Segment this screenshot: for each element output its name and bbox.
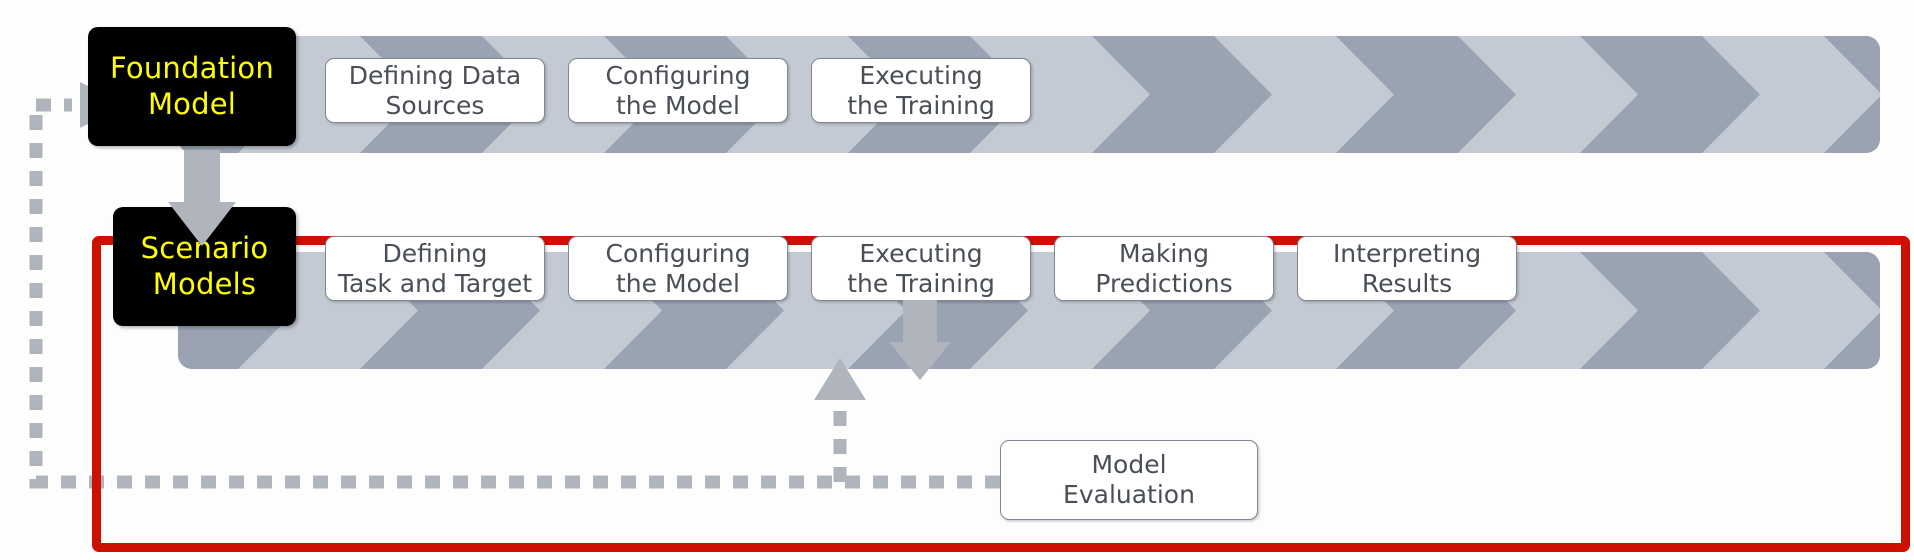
step-label: Defining Data Sources [348,60,522,120]
step-defining-task-and-target[interactable]: Defining Task and Target [325,236,545,301]
step-label: Executing the Training [847,238,995,298]
step-model-evaluation[interactable]: Model Evaluation [1000,440,1258,520]
step-label: Configuring the Model [605,60,751,120]
foundation-to-scenario-arrow [168,150,236,246]
anchor-foundation-model[interactable]: Foundation Model [88,27,296,146]
step-label: Defining Task and Target [337,238,533,298]
step-label: Model Evaluation [1063,450,1195,509]
anchor-foundation-model-label: Foundation Model [110,51,274,121]
anchor-scenario-models-label: Scenario Models [140,231,269,301]
step-interpreting-results[interactable]: Interpreting Results [1297,236,1517,301]
step-label: Interpreting Results [1332,238,1482,298]
step-label: Executing the Training [847,60,995,120]
step-label: Configuring the Model [605,238,751,298]
step-executing-the-training-scenario[interactable]: Executing the Training [811,236,1031,301]
step-configuring-the-model-foundation[interactable]: Configuring the Model [568,58,788,123]
training-to-evaluation-arrow [889,300,951,380]
step-executing-the-training-foundation[interactable]: Executing the Training [811,58,1031,123]
step-label: Making Predictions [1095,238,1233,298]
anchor-scenario-models[interactable]: Scenario Models [113,207,296,326]
step-configuring-the-model-scenario[interactable]: Configuring the Model [568,236,788,301]
step-defining-data-sources[interactable]: Defining Data Sources [325,58,545,123]
step-making-predictions[interactable]: Making Predictions [1054,236,1274,301]
